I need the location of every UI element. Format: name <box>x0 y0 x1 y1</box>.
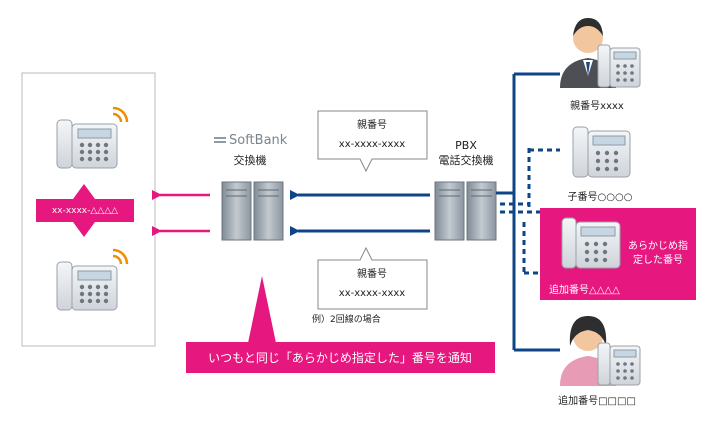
parent-number-bubble-top <box>317 110 428 173</box>
added-extension-highlight-label: 追加番号△△△△ <box>549 285 620 296</box>
pbx-network-lines <box>496 72 560 352</box>
callee-number-text: xx-xxxx-△△△△ <box>51 206 119 216</box>
softbank-server-icon <box>221 181 284 241</box>
receiving-phone-icon <box>56 248 129 311</box>
callout-pointer <box>248 276 276 343</box>
extension-phone-icon <box>597 342 641 386</box>
example-note: 例）2回線の場合 <box>312 315 381 325</box>
bubble-bottom-number: xx-xxxx-xxxx <box>338 288 406 299</box>
extension-phone-icon <box>572 126 631 178</box>
down-arrow-icon <box>73 222 95 237</box>
callout-text: いつもと同じ「あらかじめ指定した」番号を通知 <box>208 351 472 365</box>
pbx-label: PBX <box>455 139 477 152</box>
bubble-bottom-title: 親番号 <box>357 269 387 280</box>
callee-number-tag <box>36 199 134 222</box>
callout-box <box>186 342 495 373</box>
extension-phone-icon <box>597 44 641 88</box>
softbank-logo-text: SoftBank <box>229 133 288 148</box>
up-arrow-icon <box>73 184 95 199</box>
parent-extension-label: 親番号xxxx <box>570 101 624 112</box>
added-extension-label: 追加番号□□□□ <box>558 396 636 407</box>
extension-phone-icon <box>561 217 621 269</box>
bubble-top-title: 親番号 <box>357 120 387 131</box>
pbx-switch-label: 電話交換機 <box>438 154 494 167</box>
child-extension-label: 子番号○○○○ <box>567 192 633 203</box>
receiving-phone-icon <box>56 106 129 169</box>
softbank-logo-icon <box>214 137 226 143</box>
parent-number-bubble-bottom <box>317 246 428 310</box>
pbx-server-icon <box>434 181 497 241</box>
softbank-switch-label: 交換機 <box>233 154 267 167</box>
predefined-number-text: あらかじめ指定した番号 <box>628 241 688 266</box>
bubble-top-number: xx-xxxx-xxxx <box>338 139 406 150</box>
